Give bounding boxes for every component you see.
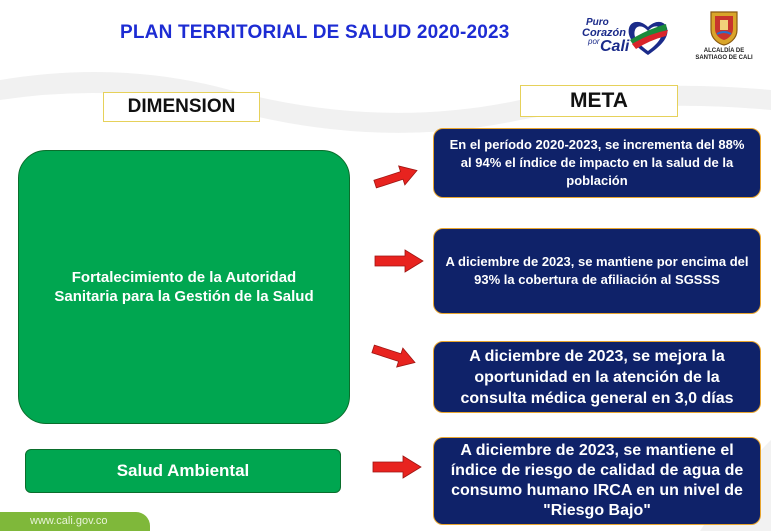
meta-text: A diciembre de 2023, se mejora la oportu… xyxy=(460,347,734,407)
dimension-box-salud-ambiental: Salud Ambiental xyxy=(25,449,341,493)
red-arrow-icon xyxy=(372,455,422,479)
coat-of-arms-icon xyxy=(710,11,738,46)
page-title: PLAN TERRITORIAL DE SALUD 2020-2023 xyxy=(120,22,510,43)
alcaldia-label-line1: ALCALDÍA DE xyxy=(703,48,745,54)
logo-text-cali: Cali xyxy=(600,38,630,55)
alcaldia-logo: ALCALDÍA DE SANTIAGO DE CALI xyxy=(682,10,766,66)
meta-box-1: En el período 2020-2023, se incrementa d… xyxy=(433,128,761,198)
meta-box-3: A diciembre de 2023, se mejora la oportu… xyxy=(433,341,761,413)
alcaldia-label-line2: SANTIAGO DE CALI xyxy=(695,55,753,61)
meta-header: META xyxy=(520,85,678,117)
red-arrow-icon xyxy=(374,249,424,273)
meta-box-4: A diciembre de 2023, se mantiene el índi… xyxy=(433,437,761,525)
dimension-box-autoridad-sanitaria: Fortalecimiento de la Autoridad Sanitari… xyxy=(18,150,350,424)
logo-text-por: por xyxy=(588,37,600,46)
meta-text: En el período 2020-2023, se incrementa d… xyxy=(449,137,745,188)
logo-text-corazon: Corazón xyxy=(582,27,626,39)
dimension-label: Salud Ambiental xyxy=(116,461,250,480)
meta-box-2: A diciembre de 2023, se mantiene por enc… xyxy=(433,228,761,314)
heart-icon xyxy=(628,21,668,55)
logo-text-puro: Puro xyxy=(586,17,609,28)
meta-text: A diciembre de 2023, se mantiene el índi… xyxy=(450,442,744,519)
meta-text: A diciembre de 2023, se mantiene por enc… xyxy=(445,254,749,287)
red-arrow-icon xyxy=(371,344,416,368)
red-arrow-icon xyxy=(373,165,418,189)
puro-corazon-logo: Puro Corazón por Cali xyxy=(580,16,672,60)
dimension-label: Fortalecimiento de la Autoridad Sanitari… xyxy=(54,269,314,305)
website-footer: www.cali.gov.co xyxy=(0,512,150,531)
dimension-header: DIMENSION xyxy=(103,92,260,122)
